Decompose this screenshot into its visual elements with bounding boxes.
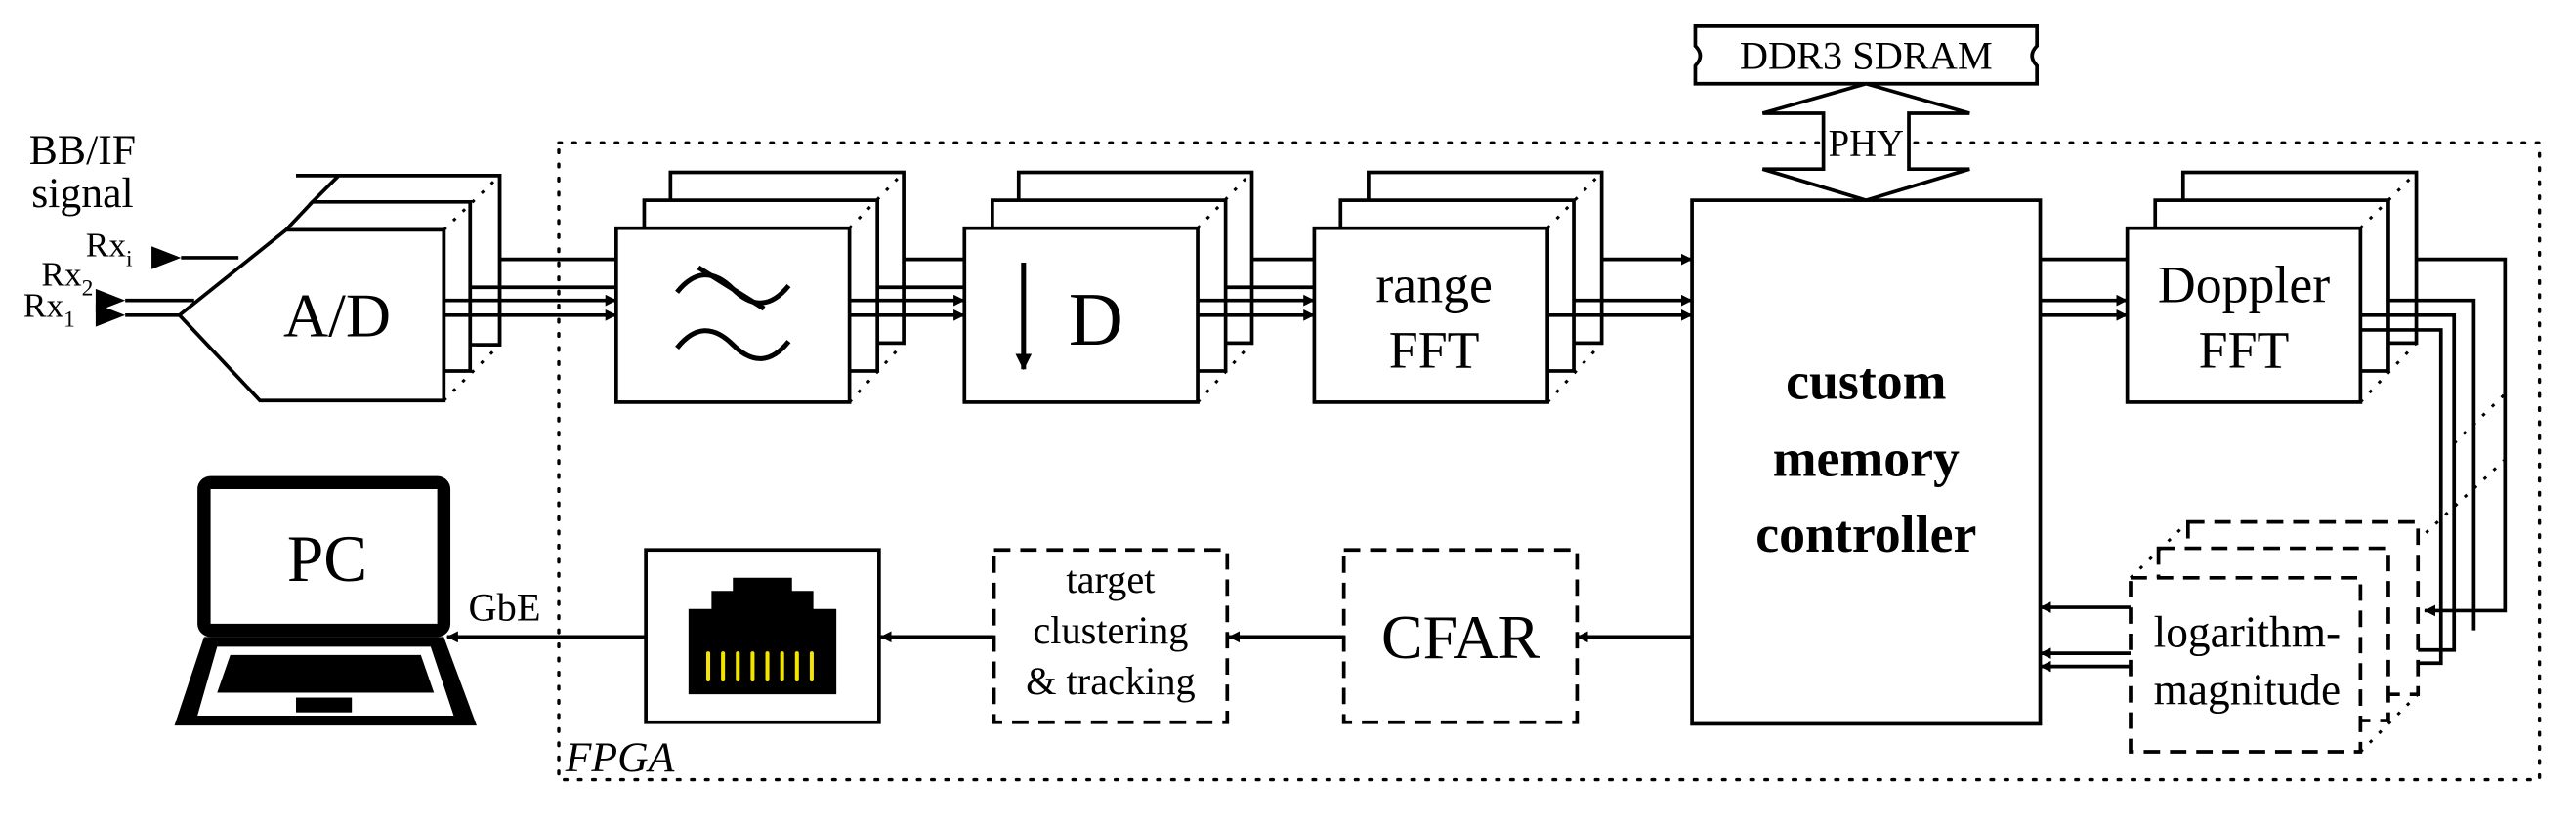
rx-i-label: Rxi [86,226,133,271]
cfar-label: CFAR [1381,602,1541,672]
fpga-boundary [557,141,2542,782]
cfar-block [1341,548,1580,724]
log-magnitude-depth-lines [2129,520,2420,754]
logmag-to-controller-arrows [2039,601,2131,673]
rx-1-triangle-icon [95,304,126,327]
rx-i-input: Rxi [86,226,182,271]
tracking-label-line1: target [1066,557,1155,601]
range-fft-block [1312,170,1604,404]
rx-1-input: Rx1 [23,286,126,333]
adc-front-shape [176,227,446,403]
filter-block [614,170,906,404]
laptop-icon [174,475,477,726]
memory-controller-label-line1: custom [1786,352,1946,411]
doppler-fft-label-line1: Doppler [2158,255,2330,313]
rj45-port-icon [688,577,837,695]
input-lines [125,256,239,317]
data-path-arrows [443,253,2129,321]
log-magnitude-label-line2: magnitude [2154,665,2342,714]
doppler-fft-label-line2: FFT [2199,321,2290,380]
input-signal-label-line1: BB/IF [29,127,136,174]
input-signal-label-line2: signal [31,170,133,217]
ddr3-sdram-chip [1693,24,2040,86]
range-fft-front [1312,226,1549,404]
decimator-label: D [1069,277,1123,361]
range-fft-label-line1: range [1375,255,1492,313]
rx-i-triangle-icon [151,246,182,269]
rx-1-label: Rx1 [23,286,75,332]
rx-2-triangle-icon [95,288,126,312]
range-fft-label-line2: FFT [1389,321,1480,380]
memory-controller-label-line3: controller [1755,505,1976,563]
tracking-block [992,548,1230,724]
log-magnitude-front [2129,575,2363,754]
memory-controller-block [1690,198,2043,726]
log-magnitude-label-line1: logarithm- [2154,607,2342,656]
adc-block [176,174,502,403]
log-magnitude-block [2129,519,2421,754]
fpga-label: FPGA [565,734,675,781]
phy-label: PHY [1829,124,1904,165]
rx-2-input: Rx2 [41,256,126,312]
tracking-label-line3: & tracking [1026,659,1196,703]
adc-label: A/D [283,281,391,350]
filter-front [614,226,852,404]
bandpass-filter-icon [675,265,791,361]
doppler-fft-front [2125,226,2363,404]
ddr3-sdram-label: DDR3 SDRAM [1740,34,1993,78]
rx-2-label: Rx2 [41,256,93,302]
tracking-label-line2: clustering [1033,608,1188,652]
pc-label: PC [287,522,367,596]
gbe-label: GbE [469,586,541,630]
memory-controller-label-line2: memory [1773,430,1960,488]
